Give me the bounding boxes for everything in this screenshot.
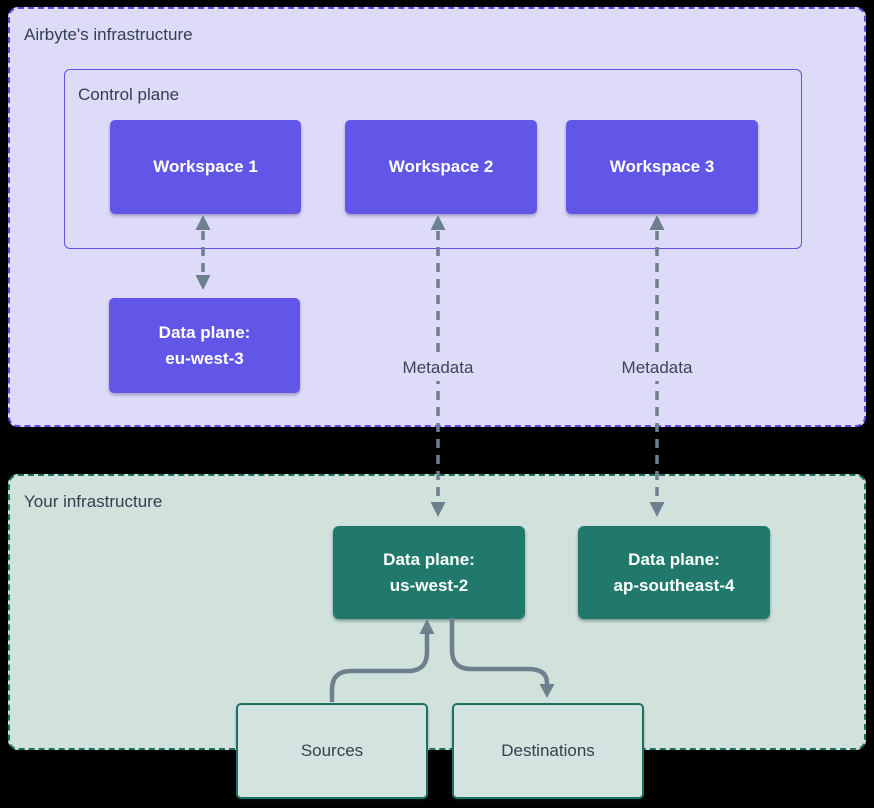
destinations-label: Destinations xyxy=(501,741,595,760)
workspace-2-label: Workspace 2 xyxy=(388,157,494,176)
workspace-1-node: Workspace 1 xyxy=(110,120,301,214)
workspace-3-label: Workspace 3 xyxy=(609,157,715,176)
your-infrastructure-title: Your infrastructure xyxy=(24,492,163,511)
control-plane-title: Control plane xyxy=(78,85,180,104)
data-plane-us-west-2-line2: us-west-2 xyxy=(389,575,469,595)
data-plane-eu-west-3-line1: Data plane: xyxy=(158,322,251,342)
data-plane-ap-southeast-4-line2: ap-southeast-4 xyxy=(613,575,735,595)
data-plane-ap-southeast-4-line1: Data plane: xyxy=(628,549,720,569)
sources-label: Sources xyxy=(300,741,364,760)
workspace-1-label: Workspace 1 xyxy=(153,157,258,176)
metadata-annotation-left: Metadata xyxy=(396,357,480,381)
workspace-2-node: Workspace 2 xyxy=(345,120,537,214)
data-plane-ap-southeast-4-node: Data plane: ap-southeast-4 xyxy=(578,526,770,619)
control-plane-region: Control plane Workspace 1 Workspace 2 Wo… xyxy=(64,69,802,249)
airbyte-infrastructure-title: Airbyte's infrastructure xyxy=(24,25,193,44)
your-infrastructure-region: Your infrastructure Data plane: us-west-… xyxy=(8,474,866,750)
destinations-node: Destinations xyxy=(452,703,644,799)
data-plane-us-west-2-line1: Data plane: xyxy=(383,549,475,569)
data-plane-eu-west-3-line2: eu-west-3 xyxy=(165,348,244,368)
metadata-annotation-right: Metadata xyxy=(615,357,699,381)
data-plane-eu-west-3-node: Data plane: eu-west-3 xyxy=(109,298,300,393)
airbyte-infrastructure-region: Airbyte's infrastructure Control plane W… xyxy=(8,7,866,427)
sources-node: Sources xyxy=(236,703,428,799)
workspace-3-node: Workspace 3 xyxy=(566,120,758,214)
data-plane-us-west-2-node: Data plane: us-west-2 xyxy=(333,526,525,619)
